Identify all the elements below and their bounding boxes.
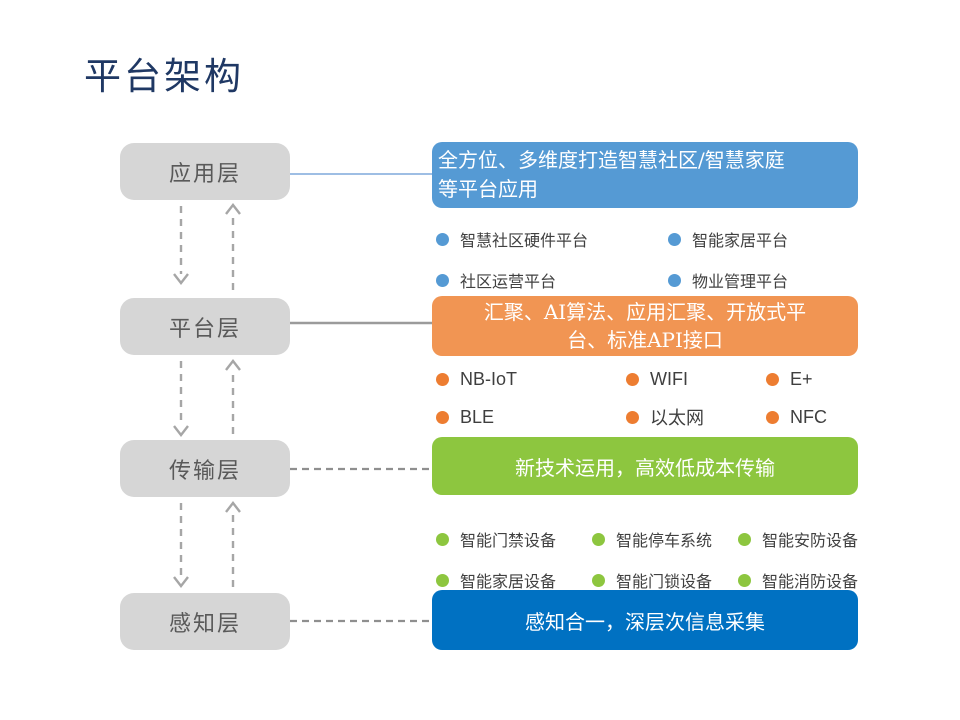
- bullet-label: BLE: [460, 406, 495, 427]
- bullet-label: 智慧社区硬件平台: [460, 231, 589, 250]
- arrow-down-icon: [173, 206, 189, 285]
- bullet-label: 智能停车系统: [616, 531, 713, 550]
- bullet-dot-icon: [766, 373, 779, 386]
- bullet-label: 以太网: [650, 408, 704, 428]
- list-item: 智能停车系统: [592, 527, 738, 551]
- list-item: 智能家居设备: [436, 568, 592, 592]
- bullet-label: 智能门锁设备: [616, 572, 713, 591]
- bullet-list-devices: 智能门禁设备 智能停车系统 智能安防设备 智能家居设备 智能门锁设备 智能消防设…: [436, 527, 872, 592]
- bullet-dot-icon: [436, 573, 449, 587]
- layer-box-platform: 平台层: [120, 298, 290, 355]
- layer-label: 感知层: [168, 611, 241, 637]
- bullet-dot-icon: [436, 273, 449, 287]
- bullet-dot-icon: [626, 373, 639, 386]
- list-item: BLE: [436, 404, 626, 430]
- bullet-label: 社区运营平台: [460, 272, 557, 291]
- bullet-dot-icon: [668, 273, 681, 287]
- bullet-label: NFC: [790, 406, 827, 427]
- bullet-label: 智能门禁设备: [460, 531, 557, 550]
- bullet-list-application: 智慧社区硬件平台 智能家居平台 社区运营平台 物业管理平台: [436, 227, 872, 292]
- list-item: 智能门禁设备: [436, 527, 592, 551]
- description-box-platform: 汇聚、AI算法、应用汇聚、开放式平 台、标准API接口: [432, 296, 858, 356]
- bullet-label: 物业管理平台: [692, 272, 789, 291]
- bullet-dot-icon: [592, 532, 605, 546]
- list-item: 物业管理平台: [668, 268, 872, 292]
- layer-box-application: 应用层: [120, 143, 290, 200]
- layer-label: 传输层: [168, 458, 241, 484]
- bullet-dot-icon: [738, 532, 751, 546]
- description-text: 汇聚、AI算法、应用汇聚、开放式平 台、标准API接口: [483, 300, 807, 352]
- list-item: NFC: [766, 404, 872, 430]
- layer-box-perception: 感知层: [120, 593, 290, 650]
- description-box-transport: 新技术运用，高效低成本传输: [432, 437, 858, 495]
- bullet-label: E+: [790, 369, 813, 389]
- list-item: WIFI: [626, 369, 766, 390]
- bullet-dot-icon: [738, 573, 751, 587]
- list-item: 智慧社区硬件平台: [436, 227, 668, 251]
- description-box-application: 全方位、多维度打造智慧社区/智慧家庭 等平台应用: [432, 142, 858, 208]
- arrow-down-icon: [173, 503, 189, 588]
- layer-label: 应用层: [168, 161, 241, 187]
- bullet-label: 智能家居平台: [692, 231, 789, 250]
- page-title: 平台架构: [84, 55, 244, 98]
- bullet-list-platform: NB-IoT WIFI E+ BLE 以太网 NFC: [436, 369, 872, 430]
- bullet-label: WIFI: [650, 369, 688, 389]
- arrow-up-icon: [225, 203, 241, 290]
- bullet-dot-icon: [436, 373, 449, 386]
- list-item: 智能安防设备: [738, 527, 872, 551]
- bullet-dot-icon: [668, 232, 681, 246]
- layer-box-transport: 传输层: [120, 440, 290, 497]
- bullet-label: 智能家居设备: [460, 572, 557, 591]
- list-item: E+: [766, 369, 872, 390]
- description-box-perception: 感知合一，深层次信息采集: [432, 590, 858, 650]
- bullet-label: NB-IoT: [460, 369, 518, 389]
- bullet-dot-icon: [436, 410, 449, 424]
- bullet-dot-icon: [592, 573, 605, 587]
- arrow-up-icon: [225, 501, 241, 587]
- bullet-label: 智能消防设备: [762, 572, 859, 591]
- description-text: 感知合一，深层次信息采集: [525, 609, 765, 634]
- list-item: NB-IoT: [436, 369, 626, 390]
- list-item: 智能门锁设备: [592, 568, 738, 592]
- list-item: 社区运营平台: [436, 268, 668, 292]
- description-text: 新技术运用，高效低成本传输: [515, 455, 775, 480]
- bullet-dot-icon: [436, 532, 449, 546]
- list-item: 以太网: [626, 404, 766, 430]
- bullet-dot-icon: [436, 232, 449, 246]
- list-item: 智能家居平台: [668, 227, 872, 251]
- bullet-label: 智能安防设备: [762, 531, 859, 550]
- arrow-down-icon: [173, 361, 189, 437]
- layer-label: 平台层: [168, 316, 241, 342]
- description-text: 全方位、多维度打造智慧社区/智慧家庭 等平台应用: [438, 148, 785, 201]
- list-item: 智能消防设备: [738, 568, 872, 592]
- arrow-up-icon: [225, 359, 241, 434]
- bullet-dot-icon: [626, 410, 639, 424]
- bullet-dot-icon: [766, 410, 779, 424]
